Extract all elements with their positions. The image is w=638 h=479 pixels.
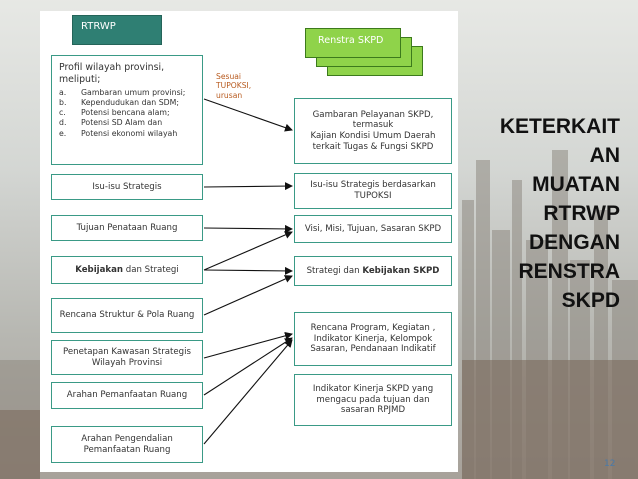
- arahan-pemanfaatan-box: Arahan Pemanfaatan Ruang: [51, 382, 203, 409]
- strategi-kebijakan-label: Strategi dan Kebijakan SKPD: [306, 265, 440, 276]
- slide-title: KETERKAIT AN MUATAN RTRWP DENGAN RENSTRA…: [499, 115, 620, 312]
- arrow-isu: [203, 182, 293, 191]
- arrow-rencana-strategi: [203, 275, 293, 316]
- gambaran-pelayanan-label: Gambaran Pelayanan SKPD, termasuk Kajian…: [310, 109, 436, 152]
- isu-strategis-label: Isu-isu Strategis: [92, 181, 162, 192]
- arrow-tujuan: [203, 224, 293, 233]
- arahan-pengendalian-box: Arahan Pengendalian Pemanfaatan Ruang: [51, 426, 203, 463]
- list-item: e.Potensi ekonomi wilayah: [59, 128, 178, 138]
- arrow-pemanfaatan: [203, 337, 293, 396]
- rencana-struktur-box: Rencana Struktur & Pola Ruang: [51, 298, 203, 333]
- sesuai-tupoksi-note: Sesuai TUPOKSI, urusan: [216, 72, 252, 100]
- rencana-program-label: Rencana Program, Kegiatan , Indikator Ki…: [310, 322, 436, 355]
- arahan-pengendalian-label: Arahan Pengendalian Pemanfaatan Ruang: [81, 433, 173, 455]
- list-item: b.Kependudukan dan SDM;: [59, 97, 180, 107]
- renstra-header-label: Renstra SKPD: [318, 35, 384, 46]
- rtrwp-header-label: RTRWP: [81, 21, 116, 32]
- profil-title-line1: Profil wilayah provinsi,: [59, 62, 165, 73]
- arrow-profil-gambaran: [203, 98, 293, 132]
- arahan-pemanfaatan-label: Arahan Pemanfaatan Ruang: [66, 390, 188, 401]
- arrow-pengendalian: [203, 339, 293, 445]
- arrow-kebijakan-strategi: [203, 266, 293, 275]
- arrow-penetapan: [203, 331, 293, 359]
- renstra-stack-front: [305, 28, 401, 58]
- visi-misi-label: Visi, Misi, Tujuan, Sasaran SKPD: [304, 223, 442, 234]
- list-item: c.Potensi bencana alam;: [59, 108, 170, 118]
- rencana-program-box: Rencana Program, Kegiatan , Indikator Ki…: [294, 312, 452, 366]
- strategi-kebijakan-box: Strategi dan Kebijakan SKPD: [294, 256, 452, 286]
- arrow-kebijakan-visi: [203, 231, 293, 271]
- kebijakan-strategi-label: Kebijakan dan Strategi: [75, 264, 179, 275]
- penetapan-kawasan-box: Penetapan Kawasan Strategis Wilayah Prov…: [51, 340, 203, 375]
- profil-list: a.Gambaran umum provinsi; b.Kependudukan…: [59, 88, 195, 139]
- visi-misi-box: Visi, Misi, Tujuan, Sasaran SKPD: [294, 215, 452, 243]
- list-item: d.Potensi SD Alam dan: [59, 118, 163, 128]
- rtrwp-header: RTRWP: [72, 15, 162, 45]
- rencana-struktur-label: Rencana Struktur & Pola Ruang: [59, 310, 195, 321]
- profil-wilayah-box: Profil wilayah provinsi, meliputi; a.Gam…: [51, 55, 203, 165]
- indikator-kinerja-box: Indikator Kinerja SKPD yang mengacu pada…: [294, 374, 452, 426]
- indikator-kinerja-label: Indikator Kinerja SKPD yang mengacu pada…: [312, 383, 434, 416]
- isu-tupoksi-label: Isu-isu Strategis berdasarkan TUPOKSI: [310, 180, 436, 201]
- tujuan-penataan-box: Tujuan Penataan Ruang: [51, 215, 203, 241]
- isu-strategis-box: Isu-isu Strategis: [51, 174, 203, 200]
- page-number: 12: [604, 459, 616, 469]
- tujuan-penataan-label: Tujuan Penataan Ruang: [76, 222, 178, 233]
- penetapan-kawasan-label: Penetapan Kawasan Strategis Wilayah Prov…: [63, 346, 191, 368]
- gambaran-pelayanan-box: Gambaran Pelayanan SKPD, termasuk Kajian…: [294, 98, 452, 164]
- kebijakan-strategi-box: Kebijakan dan Strategi: [51, 256, 203, 284]
- list-item: a.Gambaran umum provinsi;: [59, 87, 186, 97]
- profil-title-line2: meliputi;: [59, 73, 101, 85]
- isu-tupoksi-box: Isu-isu Strategis berdasarkan TUPOKSI: [294, 173, 452, 209]
